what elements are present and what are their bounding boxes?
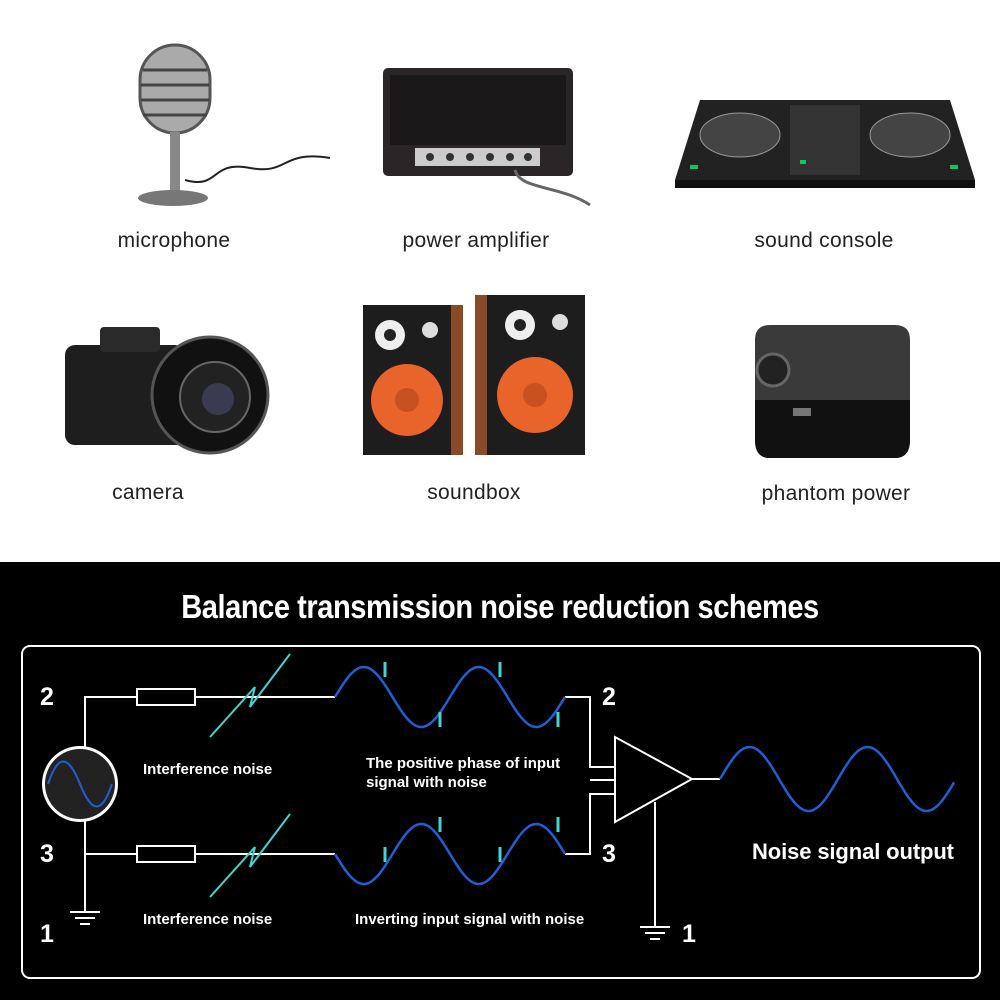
pin-1-right: 1 — [682, 920, 696, 948]
inverting-label: Inverting input signal with noise — [355, 911, 584, 928]
microphone-icon — [138, 43, 331, 206]
product-label: camera — [112, 481, 184, 504]
product-label: microphone — [117, 229, 231, 252]
product-label: power amplifier — [402, 229, 550, 252]
speaker-icon — [363, 295, 585, 455]
pin-3-right: 3 — [602, 840, 616, 868]
positive-phase-label-2: signal with noise — [366, 774, 487, 791]
interference-noise-icon — [209, 653, 291, 898]
product-grid: microphone power amplifier sound console… — [65, 43, 975, 505]
amplifier-icon — [383, 68, 591, 207]
product-label: sound console — [754, 229, 894, 252]
inverted-signal-wave — [333, 822, 567, 886]
product-label: soundbox — [427, 481, 521, 504]
mixer-console-icon — [675, 100, 975, 188]
product-label: phantom power — [761, 482, 911, 505]
pin-1-left: 1 — [40, 920, 54, 948]
noise-label-top: Interference noise — [143, 761, 272, 778]
noise-spikes — [383, 662, 560, 862]
positive-signal-wave — [333, 665, 567, 729]
diagram-panel: Balance transmission noise reduction sch… — [0, 562, 1000, 1000]
circuit-wires — [70, 688, 720, 940]
output-label: Noise signal output — [752, 839, 955, 864]
pin-3-left: 3 — [40, 840, 54, 868]
camera-icon — [65, 327, 270, 455]
pin-2-right: 2 — [602, 683, 616, 711]
positive-phase-label: The positive phase of input — [366, 755, 560, 772]
diagram-title: Balance transmission noise reduction sch… — [181, 588, 819, 625]
pin-2-left: 2 — [40, 683, 54, 711]
balanced-circuit-diagram: 2 3 1 2 3 1 Interference noise Interfere… — [21, 645, 981, 979]
noise-label-bottom: Interference noise — [143, 911, 272, 928]
output-signal-wave — [718, 745, 956, 813]
diagram-border — [21, 645, 981, 979]
phantom-power-icon — [755, 325, 910, 458]
